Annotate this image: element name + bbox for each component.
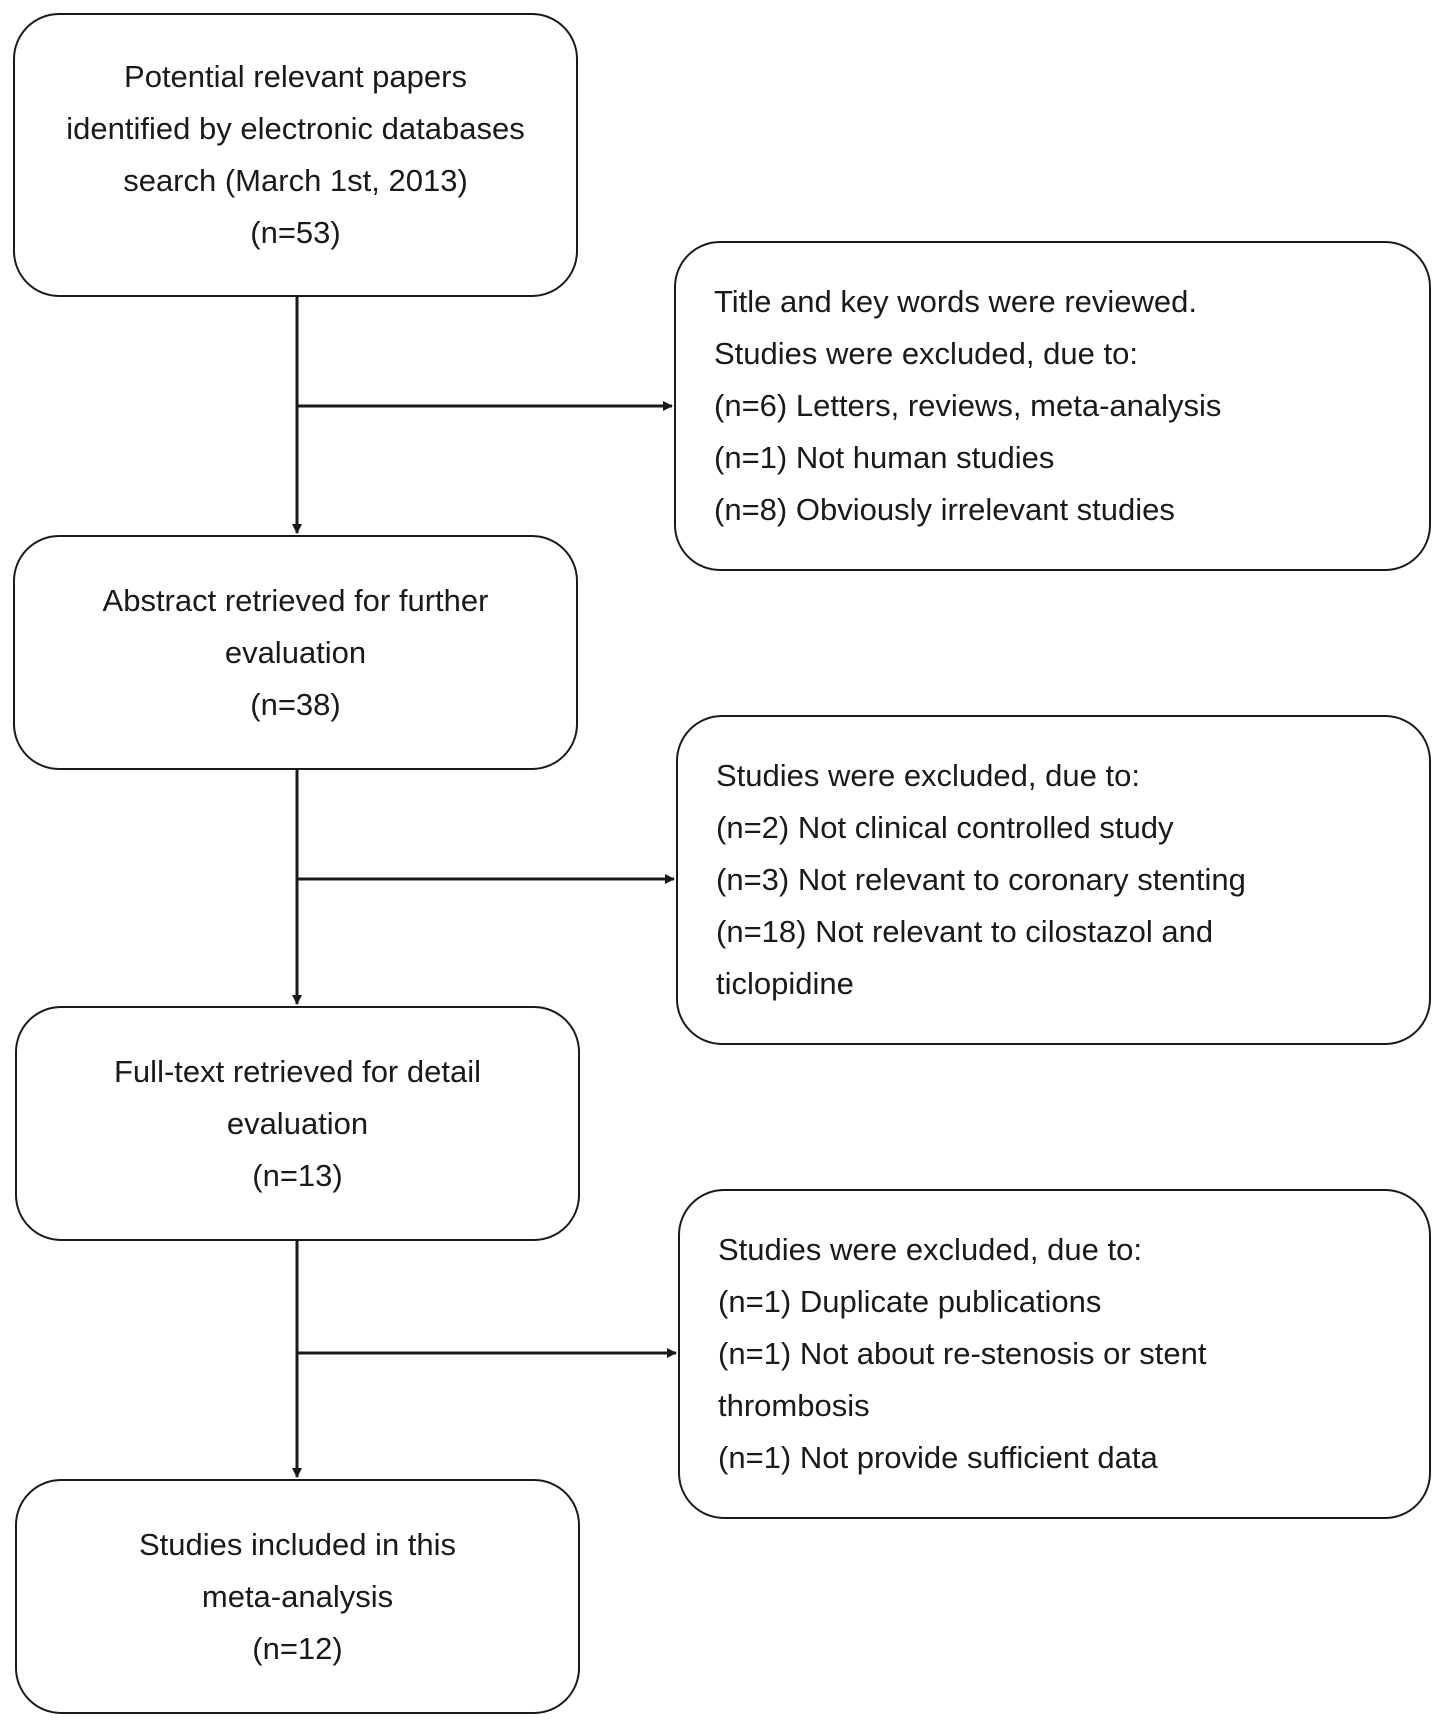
exclusion-reason: ticlopidine (716, 966, 854, 1001)
abstract-retrieved-box: Abstract retrieved for further evaluatio… (13, 535, 578, 770)
studies-included-box: Studies included in this meta-analysis (… (15, 1479, 580, 1714)
box-text-line: Abstract retrieved for further (102, 582, 489, 618)
box-text-line: Studies included in this (138, 1526, 457, 1562)
box-text-line: evaluation (226, 1105, 369, 1141)
exclusion-text-line: Studies were excluded, due to: (718, 1232, 1142, 1267)
exclusion-box-full-text: Studies were excluded, due to: (n=1) Dup… (678, 1189, 1431, 1519)
exclusion-text-line: Title and key words were reviewed. (714, 284, 1197, 319)
exclusion-reason: (n=1) Not about re-stenosis or stent (718, 1336, 1207, 1371)
exclusion-reason: thrombosis (718, 1388, 870, 1423)
box-count: (n=53) (250, 215, 341, 250)
exclusion-reason: (n=1) Not provide sufficient data (718, 1440, 1158, 1475)
exclusion-text-line: Studies were excluded, due to: (714, 336, 1138, 371)
exclusion-reason: (n=1) Not human studies (714, 440, 1055, 475)
box-text-line: Potential relevant papers (124, 59, 467, 94)
exclusion-reason: (n=1) Duplicate publications (718, 1284, 1102, 1319)
identified-papers-box: Potential relevant papers identified by … (13, 13, 578, 297)
box-text-line: identified by electronic databases (66, 111, 525, 146)
box-count: (n=38) (250, 686, 341, 722)
exclusion-reason: (n=3) Not relevant to coronary stenting (716, 862, 1246, 897)
box-text-line: meta-analysis (201, 1578, 394, 1614)
full-text-retrieved-box: Full-text retrieved for detail evaluatio… (15, 1006, 580, 1241)
exclusion-reason: (n=8) Obviously irrelevant studies (714, 492, 1175, 527)
exclusion-reason: (n=6) Letters, reviews, meta-analysis (714, 388, 1222, 423)
box-count: (n=13) (252, 1157, 343, 1193)
box-count: (n=12) (252, 1630, 343, 1666)
exclusion-reason: (n=2) Not clinical controlled study (716, 810, 1174, 845)
exclusion-box-abstract: Studies were excluded, due to: (n=2) Not… (676, 715, 1431, 1045)
exclusion-box-screening: Title and key words were reviewed. Studi… (674, 241, 1431, 571)
box-text-line: Full-text retrieved for detail (114, 1053, 481, 1089)
exclusion-text-line: Studies were excluded, due to: (716, 758, 1140, 793)
box-text-line: evaluation (224, 634, 367, 670)
exclusion-reason: (n=18) Not relevant to cilostazol and (716, 914, 1214, 949)
box-text-line: search (March 1st, 2013) (123, 163, 468, 198)
